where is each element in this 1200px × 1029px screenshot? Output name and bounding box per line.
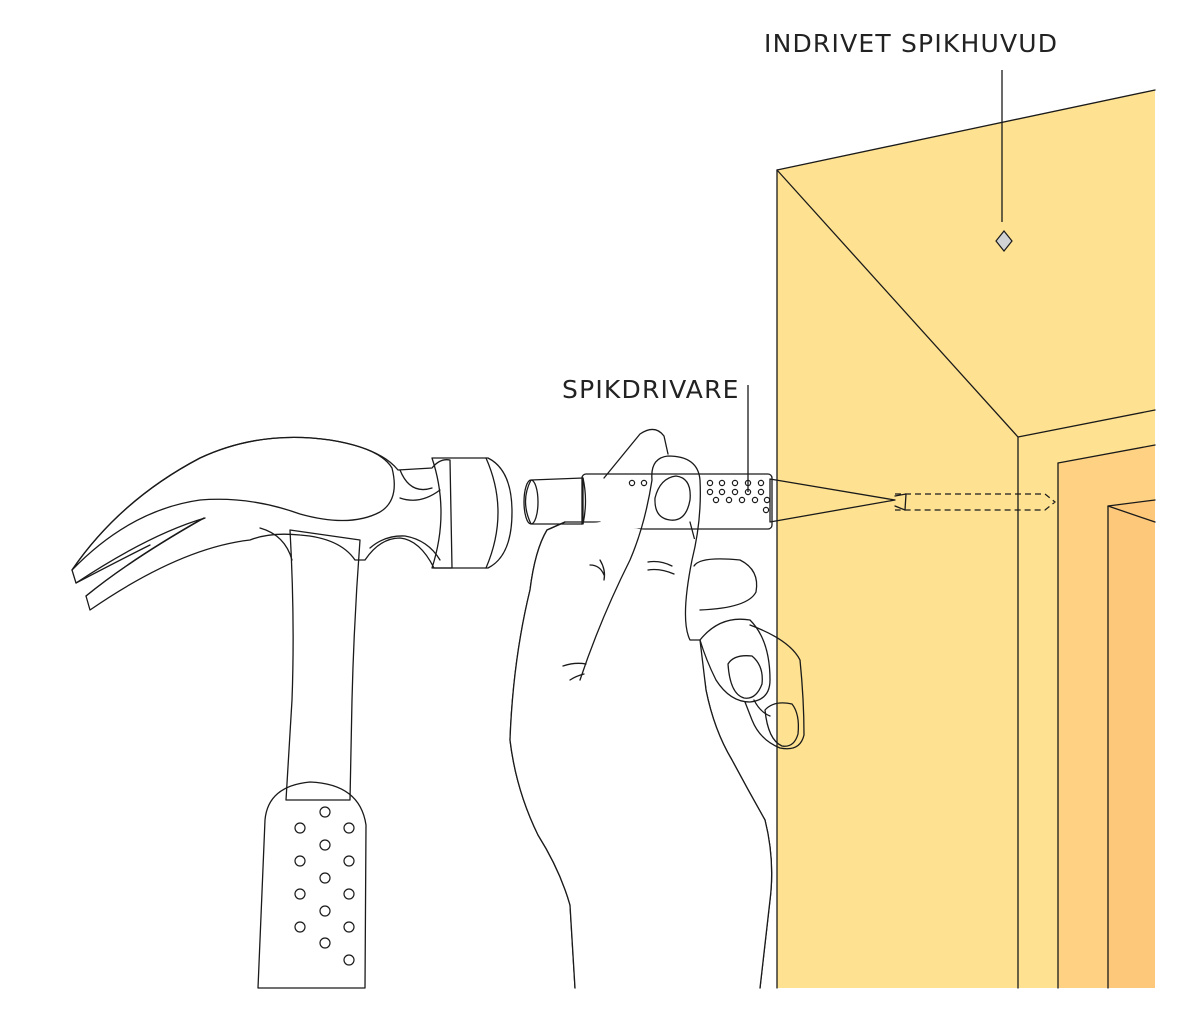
countersunk-nail-head: [995, 230, 1013, 252]
hand: [509, 428, 805, 989]
hammer-head: [71, 436, 453, 611]
wood-cabinet: [776, 89, 1156, 989]
hammer-grip-dots: [294, 806, 355, 966]
cabinet-front-face: [777, 170, 1018, 988]
hammer-grip: [257, 781, 367, 989]
label-nail-head-group: INDRIVET SPIKHUVUD: [764, 29, 1058, 222]
claw-hammer: [71, 436, 513, 989]
hammer-face: [431, 457, 513, 569]
label-nail-set: SPIKDRIVARE: [562, 375, 740, 404]
cabinet-top-face: [777, 90, 1155, 437]
nail-set: [523, 473, 907, 530]
hammer-handle: [285, 529, 361, 801]
cabinet-edge-strip: [1018, 410, 1155, 988]
hidden-nail-shank: [895, 493, 1056, 511]
label-nail-set-group: SPIKDRIVARE: [562, 375, 749, 492]
nail-set-knurling: [628, 479, 771, 514]
cabinet-inner-shelf: [1108, 500, 1155, 988]
label-nail-head: INDRIVET SPIKHUVUD: [764, 29, 1058, 58]
